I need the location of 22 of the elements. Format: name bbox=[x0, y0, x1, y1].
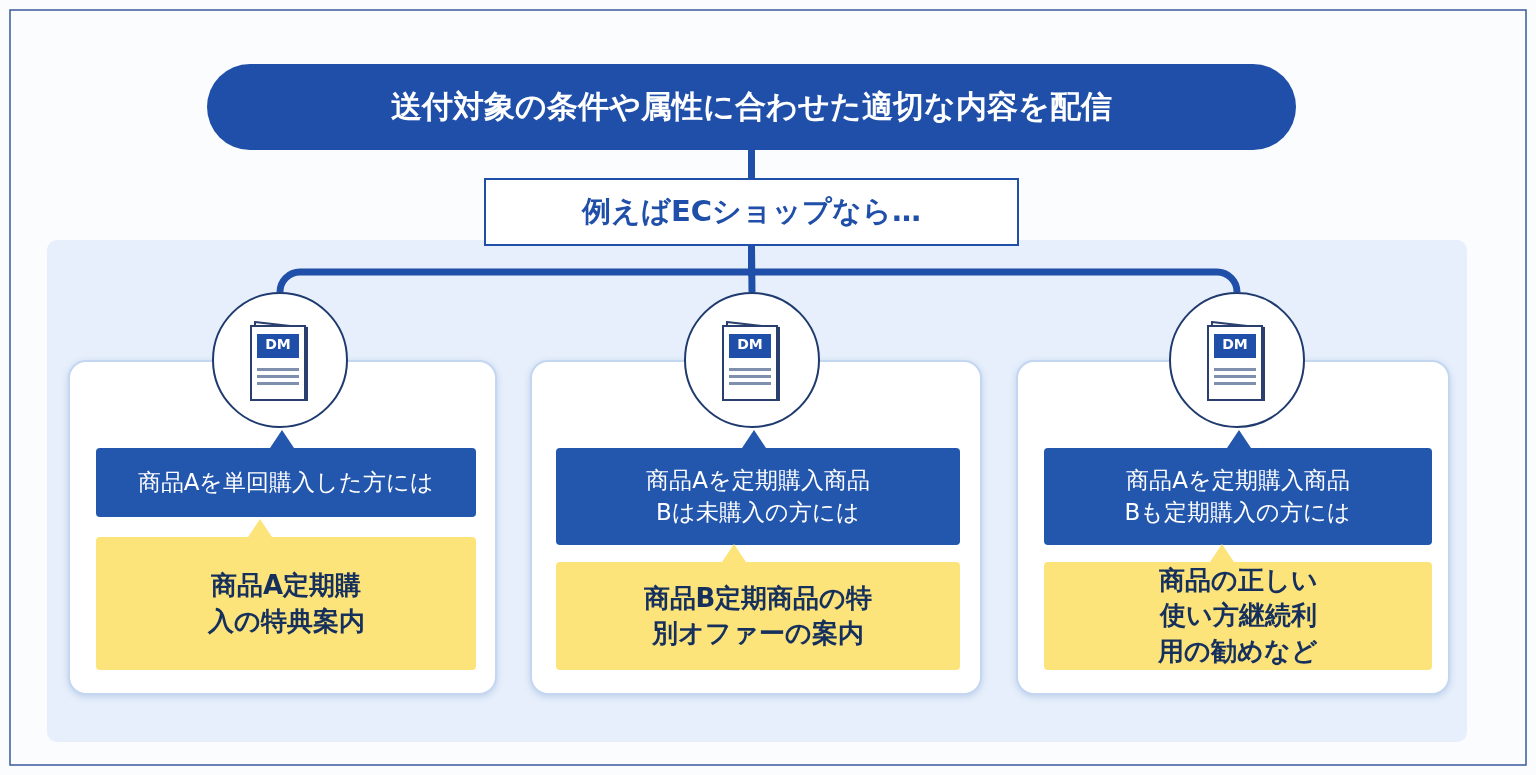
offer-text: 商品A定期購入の特典案内 bbox=[206, 569, 366, 638]
condition-text: 商品Aを定期購入商品Bは未購入の方には bbox=[645, 466, 871, 527]
condition-text: 商品Aを単回購入した方には bbox=[137, 467, 435, 497]
condition-box bbox=[96, 448, 476, 517]
heading-text: 例えばECショップなら… bbox=[581, 193, 922, 231]
offer-box bbox=[1044, 562, 1432, 670]
condition-box bbox=[556, 448, 960, 545]
card-panel bbox=[530, 360, 982, 695]
offer-text: 商品B定期商品の特別オファーの案内 bbox=[642, 581, 874, 650]
title-text: 送付対象の条件や属性に合わせた適切な内容を配信 bbox=[391, 87, 1112, 127]
icon-label: DM bbox=[264, 337, 292, 351]
offer-box bbox=[556, 562, 960, 670]
offer-box bbox=[96, 537, 476, 670]
icon-label: DM bbox=[1221, 337, 1249, 351]
card-panel bbox=[68, 360, 497, 695]
icon-label: DM bbox=[736, 337, 764, 351]
offer-text: 商品の正しい使い方継続利用の勧めなど bbox=[1157, 564, 1319, 668]
connector-line bbox=[748, 150, 755, 178]
condition-box bbox=[1044, 448, 1432, 545]
example-box bbox=[484, 178, 1019, 246]
card-panel bbox=[1016, 360, 1450, 695]
condition-text: 商品Aを定期購入商品Bも定期購入の方には bbox=[1123, 466, 1353, 527]
